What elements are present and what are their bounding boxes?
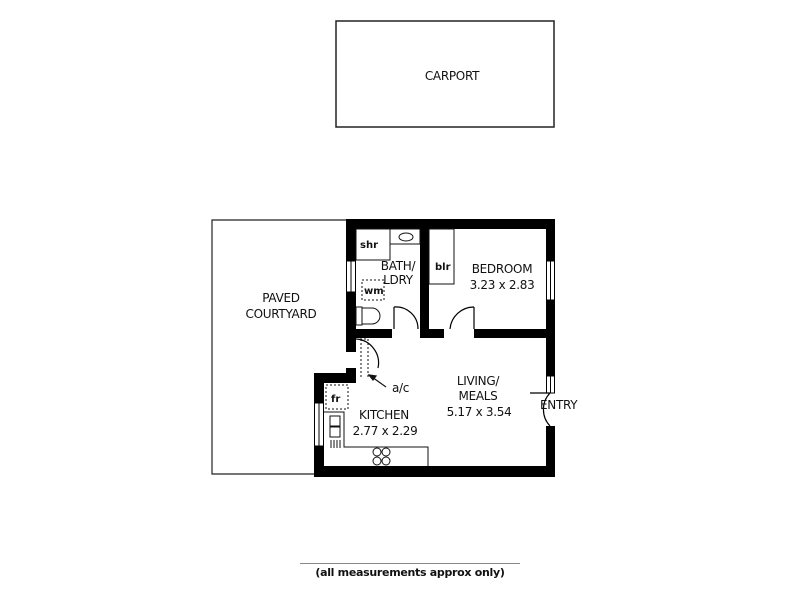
bedroom-label: BEDROOM [472,262,533,276]
windows [314,260,555,447]
cooktop [372,447,391,466]
doors [355,306,551,427]
carport: CARPORT [335,20,555,128]
bench [324,411,429,466]
courtyard-label-line2: COURTYARD [246,307,317,321]
sink-2 [329,426,341,438]
kitchen-dims: 2.77 x 2.29 [353,424,418,438]
entry-label: ENTRY [540,398,578,412]
robe-label: blr [435,262,451,273]
sink-1 [329,415,341,427]
bath-label-line2: LDRY [383,273,414,287]
kitchen-label: KITCHEN [359,408,409,422]
courtyard-label-line1: PAVED [262,291,300,305]
toilet-bowl [361,307,381,325]
drainer [330,440,341,448]
bath-fixtures [355,228,421,326]
ac-arrow [367,374,387,388]
walls [314,219,555,477]
courtyard-door [355,338,380,369]
footer-divider [300,563,520,564]
living-label-line1: LIVING/ [457,374,500,388]
paved-courtyard: PAVED COURTYARD [211,219,348,475]
kitchen-fixtures [324,384,429,466]
bath-door [393,306,419,330]
living-dims: 5.17 x 3.54 [447,405,512,419]
built-in-robe [428,228,455,285]
fridge-label: fr [331,394,340,405]
measurement-note: (all measurements approx only) [315,566,505,579]
basin-bowl [398,232,414,242]
washing-machine [361,279,385,301]
basin [389,228,421,245]
shower-label: shr [360,240,378,251]
ac-label: a/c [392,381,409,395]
toilet-cistern [355,306,363,326]
bedroom-door [449,306,475,330]
ac-unit [356,338,369,378]
entry-door [530,392,551,427]
bath-label-line1: BATH/ [381,259,417,273]
living-label-line2: MEALS [459,389,498,403]
fridge [325,384,349,410]
wm-label: wm [364,286,384,297]
carport-label: CARPORT [425,69,480,83]
bedroom-dims: 3.23 x 2.83 [470,278,535,292]
